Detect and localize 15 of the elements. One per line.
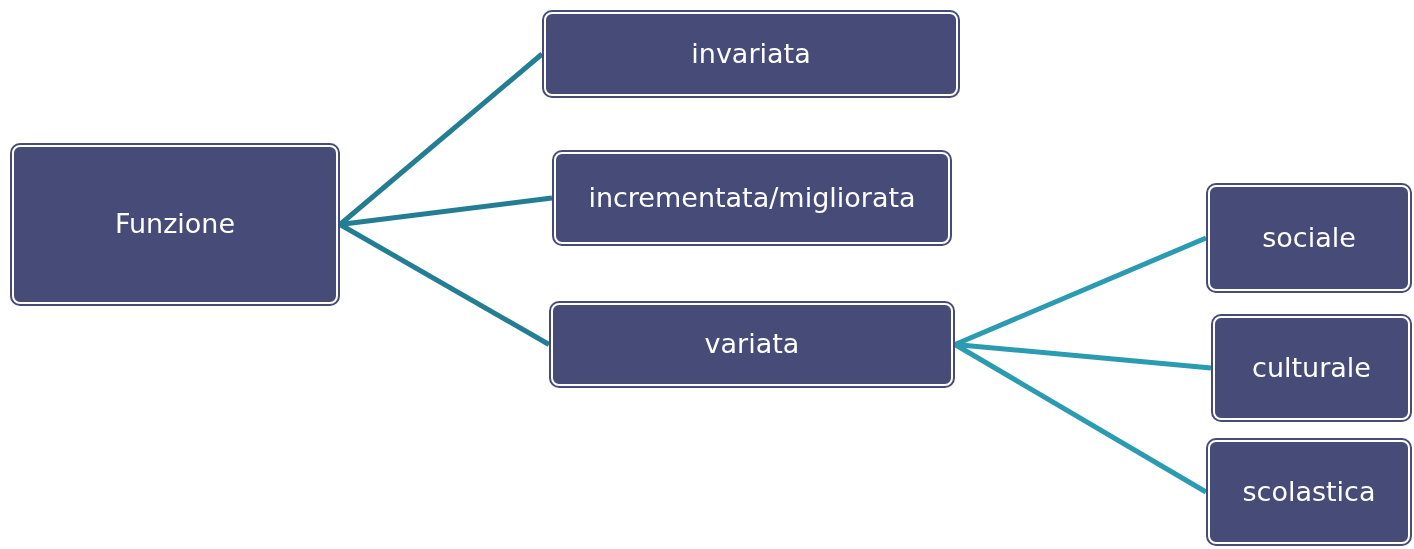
process-box: [1208, 185, 1410, 291]
process-box: [1208, 440, 1410, 544]
box-label: culturale: [1252, 350, 1371, 385]
box-label: variata: [704, 327, 800, 362]
process-box: [12, 145, 338, 304]
process-box: [554, 152, 950, 244]
process-box: [1213, 316, 1410, 420]
process-box: [551, 303, 953, 386]
process-box: [544, 12, 958, 96]
box-label: Funzione: [114, 207, 236, 242]
box-label: incrementata/migliorata: [588, 180, 916, 215]
box-label: scolastica: [1242, 474, 1376, 509]
box-label: invariata: [691, 36, 811, 71]
box-label: sociale: [1262, 220, 1356, 255]
connector-line: [338, 222, 551, 347]
